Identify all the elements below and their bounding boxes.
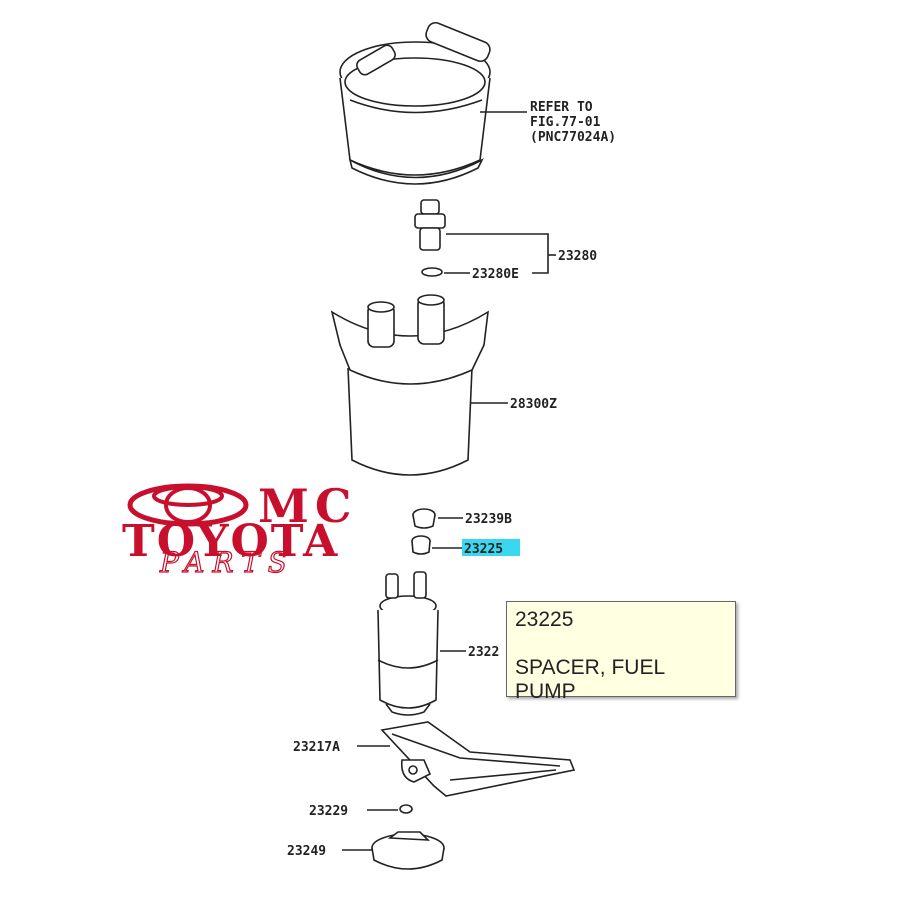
refer-note-line3: (PNC77024A) [530,130,616,145]
bracket-23280 [446,233,549,274]
omc-toyota-logo: MC TOYOTA PARTS [122,479,358,580]
fuel-filter-cup-drawing [330,294,489,476]
part-tooltip: 23225 SPACER, FUEL PUMP [506,601,736,703]
spacer-drawing [411,535,431,555]
logo-parts-text: PARTS [159,546,295,579]
label-23225[interactable]: 23225 [464,542,503,557]
label-23225-highlight [462,539,520,556]
refer-note-line2: FIG.77-01 [530,115,601,130]
fuel-filter-housing-drawing [339,21,491,185]
label-23280: 23280 [558,249,597,264]
logo-toyota-text: TOYOTA [122,516,339,567]
label-23249: 23249 [287,844,326,859]
refer-note-line1: REFER TO [530,100,593,115]
logo-mc-text: MC [258,479,358,533]
grommet-drawing [412,508,436,529]
fuel-pump-drawing [377,571,439,716]
clip-drawing [399,804,413,814]
label-23217a: 23217A [293,740,340,755]
tooltip-description: SPACER, FUEL PUMP [515,656,665,703]
fuel-strainer-drawing [380,721,576,797]
label-2322x: 2322 [468,645,499,660]
valve-drawing [414,199,446,277]
label-23239b: 23239B [465,512,512,527]
retainer-drawing [371,831,445,870]
label-23280e: 23280E [472,267,519,282]
label-28300z: 28300Z [510,397,557,412]
tooltip-part-number: 23225 [515,608,574,631]
label-23229: 23229 [309,804,348,819]
